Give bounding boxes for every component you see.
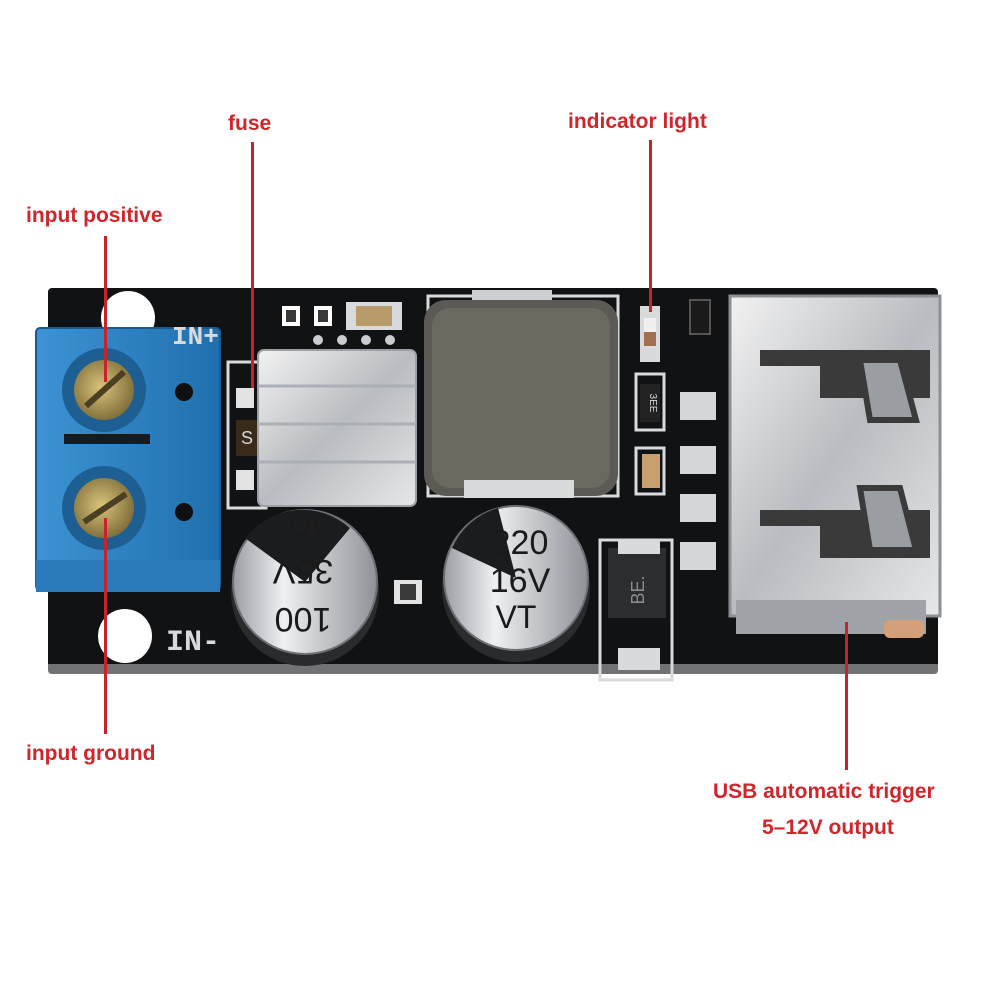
cap-left-line3: VT bbox=[284, 509, 322, 542]
smd-parts bbox=[236, 290, 711, 604]
fuse-leader bbox=[251, 142, 254, 388]
input-ground-label: input ground bbox=[26, 742, 156, 765]
cap-right-line3: VT bbox=[496, 599, 537, 635]
cap-right-line1: 220 bbox=[492, 524, 549, 562]
capacitor-left bbox=[231, 509, 379, 666]
cap-left-line2: 35V bbox=[272, 552, 333, 590]
usb-port bbox=[680, 294, 942, 638]
usb-trigger-label-line1: USB automatic trigger bbox=[713, 780, 935, 803]
mounting-hole-bottom bbox=[98, 609, 152, 663]
fuse-label: fuse bbox=[228, 112, 272, 135]
cap-left-line1: 100 bbox=[275, 600, 332, 638]
input-positive-label: input positive bbox=[26, 204, 163, 227]
indicator-light-leader bbox=[649, 140, 652, 312]
resistor-marking: 3EE bbox=[647, 394, 658, 413]
terminal-block bbox=[35, 327, 221, 592]
pcb-edge bbox=[48, 664, 938, 674]
diode-marking: BE. bbox=[628, 575, 648, 604]
usb-trigger-label-line2: 5–12V output bbox=[762, 816, 894, 839]
heat-sink bbox=[257, 335, 417, 507]
silk-in-minus: IN- bbox=[166, 626, 220, 660]
input-positive-leader bbox=[104, 236, 107, 382]
diode bbox=[608, 540, 666, 670]
silk-in-plus: IN+ bbox=[172, 322, 219, 352]
cap-right-line2: 16V bbox=[490, 562, 551, 600]
usb-trigger-leader bbox=[845, 622, 848, 770]
capacitor-right bbox=[442, 505, 590, 662]
indicator-light-label: indicator light bbox=[568, 110, 707, 133]
inductor bbox=[424, 300, 618, 498]
input-ground-leader bbox=[104, 518, 107, 734]
fuse-marking: S bbox=[241, 428, 253, 448]
